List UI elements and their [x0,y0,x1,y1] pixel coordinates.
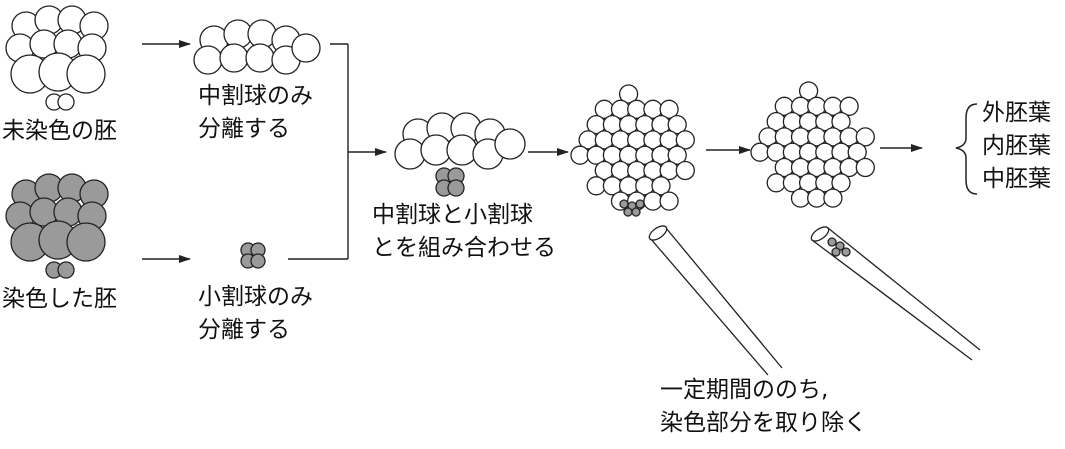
stained-cell [623,207,633,217]
outcome-brace [955,103,978,195]
mesomere-cell [494,128,526,160]
stained-cell [827,237,837,247]
unstained-embryo-label: 未染色の胚 [2,118,117,144]
remove-stained-label-line2: 染色部分を取り除く [660,410,867,436]
pipette-edge [665,227,783,369]
blastula-cleaned-cell [839,96,859,116]
pipette-edge [811,239,973,361]
stained-cell [619,199,629,209]
blastula-with-micromeres-cell [651,176,671,196]
outcome-endoderm-label: 内胚葉 [982,133,1051,159]
mesomere-cell [446,134,478,166]
mesomere-cell [219,43,249,73]
isolate-micromeres-label-line1: 小割球のみ [198,284,313,310]
outcome-mesoderm-label: 中胚葉 [982,166,1051,192]
micromere-cell [250,253,266,269]
blastula-with-micromeres [570,84,695,217]
isolate-micromeres-label-line2: 分離する [198,317,290,343]
unstained-embryo-cell [66,54,106,94]
pipette-tip [648,225,668,241]
blastula-with-micromeres-cell [570,145,590,165]
stained-embryo-cell [57,261,75,279]
blastula-cleaned-cell [807,188,827,208]
blastula-cleaned-cell [847,142,867,162]
stained-cell [831,247,841,257]
pipette-tip [810,226,830,242]
mesomere-cell [291,33,321,63]
stained-cell [841,247,851,257]
stained-embryo [5,173,109,279]
combined-embryo [394,112,526,197]
blastula-with-micromeres-cell [618,84,639,104]
blastula-with-micromeres-cell [659,191,679,211]
outcome-ectoderm-label: 外胚葉 [982,100,1051,126]
blastula-cleaned-cell [855,127,875,147]
stained-embryo-cell [66,222,106,262]
pipette-right [810,226,981,361]
isolated-micromeres [240,242,266,269]
blastula-cleaned-cell [831,111,851,132]
pipette-left [648,225,783,376]
unstained-embryo-cell [57,93,75,111]
stained-cell [635,199,645,209]
mesomere-cell [394,138,426,170]
micromere-cell [447,179,465,197]
mesomere-cell [193,45,223,75]
blastula-cleaned [750,81,875,208]
remove-stained-label-line1: 一定期間ののち, [660,377,829,403]
isolate-mesomeres-label-line1: 中割球のみ [198,83,313,109]
stained-cell [631,207,641,217]
blastula-cleaned-cell [831,173,851,193]
unstained-embryo [5,5,109,111]
blastula-cleaned-cell [766,173,786,193]
blastula-with-micromeres-cell [659,99,679,119]
blastula-with-micromeres-cell [643,191,663,211]
stained-embryo-label: 染色した胚 [2,286,117,312]
isolated-mesomeres [193,19,321,75]
pipette-edge [827,227,981,351]
blastula-with-micromeres-cell [586,176,606,196]
pipette-edge [649,237,769,376]
combine-label-line2: とを組み合わせる [372,235,556,261]
blastula-cleaned-cell [798,81,819,101]
blastula-with-micromeres-cell [667,114,687,135]
blastula-with-micromeres-cell [675,160,695,181]
blastula-cleaned-cell [750,142,770,162]
blastula-cleaned-cell [823,188,843,208]
combine-label-line1: 中割球と小割球 [372,202,533,228]
blastula-cleaned-cell [790,188,811,208]
blastula-cleaned-cell [855,157,875,178]
isolate-mesomeres-label-line2: 分離する [198,116,290,142]
blastula-with-micromeres-cell [667,145,687,165]
mesomere-cell [245,43,275,73]
blastula-with-micromeres-cell [675,130,695,150]
